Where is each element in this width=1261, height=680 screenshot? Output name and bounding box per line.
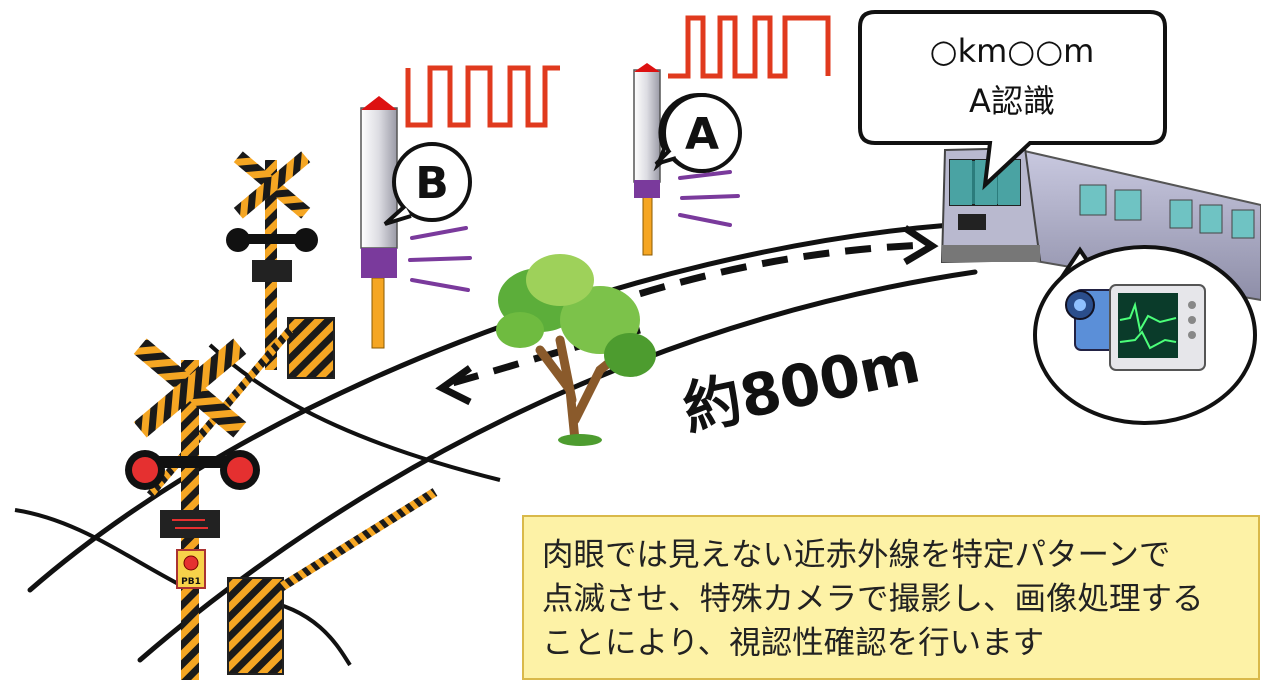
- marker-label-a: A: [653, 92, 742, 173]
- distance-label: 約800m: [677, 328, 925, 444]
- emission-lines-b: [408, 226, 472, 292]
- crossing-signal-rear: [146, 151, 335, 498]
- crossbuck-rear: [233, 151, 311, 219]
- track-rail-outer: [27, 222, 953, 593]
- arrow-to-crossing: [444, 326, 641, 389]
- signal-pulse-a: [668, 15, 831, 79]
- crossing-signal-front: PB1: [125, 338, 438, 680]
- callout-line-2: A認識: [969, 82, 1055, 120]
- pushbutton-box: PB1: [176, 549, 206, 589]
- crossbuck-front: [133, 338, 247, 438]
- arrowhead-left: [435, 365, 473, 406]
- road-edge-top: [208, 343, 501, 482]
- note-line-3: ことにより、視認性確認を行います: [542, 625, 1045, 661]
- emission-lines-a: [678, 170, 740, 227]
- callout-line-1: ○km○○m: [930, 32, 1095, 70]
- monitor-icon: [1109, 284, 1206, 371]
- position-callout: ○km○○m A認識: [858, 10, 1167, 191]
- tree-icon: [496, 254, 656, 446]
- marker-post-b: [360, 96, 398, 349]
- explanation-note: 肉眼では見えない近赤外線を特定パターンで 点滅させ、特殊カメラで撮影し、画像処理…: [522, 515, 1260, 680]
- road-edge-mid: [14, 508, 191, 592]
- svg-text:A: A: [685, 109, 719, 160]
- camera-bubble: [1033, 245, 1257, 425]
- svg-text:B: B: [415, 158, 449, 209]
- marker-post-a: [633, 63, 661, 256]
- signal-pulse-b: [405, 65, 560, 128]
- marker-label-b: B: [383, 142, 472, 226]
- note-line-2: 点滅させ、特殊カメラで撮影し、画像処理する: [542, 581, 1204, 617]
- pushbutton-label: PB1: [181, 577, 201, 587]
- note-line-1: 肉眼では見えない近赤外線を特定パターンで: [542, 537, 1171, 573]
- arrowhead-right: [903, 225, 939, 266]
